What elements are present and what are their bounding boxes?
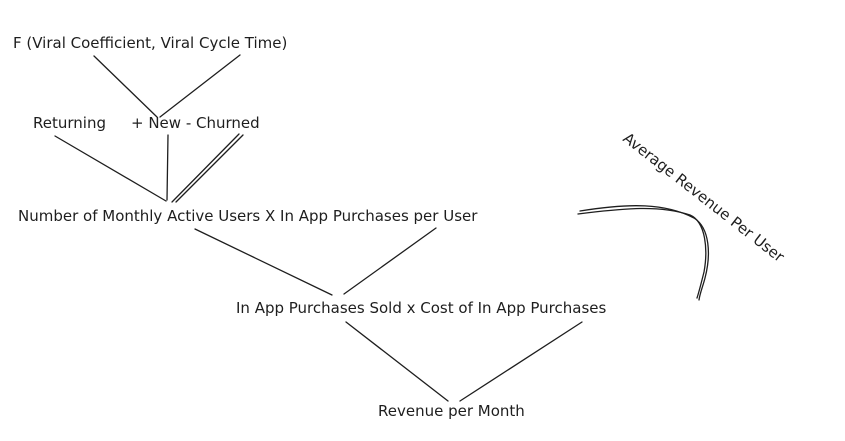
connectors (54, 54, 710, 402)
connector-iap-left-revenue (345, 321, 449, 402)
connector-mau-left-iap (194, 228, 333, 296)
connector-viral-left (93, 55, 158, 118)
connector-new-mau (166, 134, 169, 201)
arpu-annotation: Average Revenue Per User (620, 129, 789, 266)
node-in-app-purchases: In App Purchases Sold x Cost of In App P… (236, 299, 606, 317)
nodes: F (Viral Coefficient, Viral Cycle Time) … (13, 34, 606, 420)
connector-churned-mau-1 (171, 133, 240, 203)
connector-mau-right-iap (343, 227, 437, 295)
node-returning: Returning (33, 114, 106, 132)
connector-iap-right-revenue (459, 321, 583, 402)
connector-churned-mau-2 (175, 134, 244, 203)
node-revenue-per-month: Revenue per Month (378, 402, 525, 420)
node-viral-formula: F (Viral Coefficient, Viral Cycle Time) (13, 34, 287, 52)
arpu-annotation-group: Average Revenue Per User (620, 129, 789, 266)
node-monthly-active-users: Number of Monthly Active Users X In App … (18, 207, 478, 225)
arpu-bracket-inner (579, 205, 710, 301)
arpu-bracket (577, 207, 707, 299)
node-new-churned: + New - Churned (131, 114, 260, 132)
connector-returning-mau (54, 135, 167, 202)
connector-viral-right (159, 54, 241, 118)
